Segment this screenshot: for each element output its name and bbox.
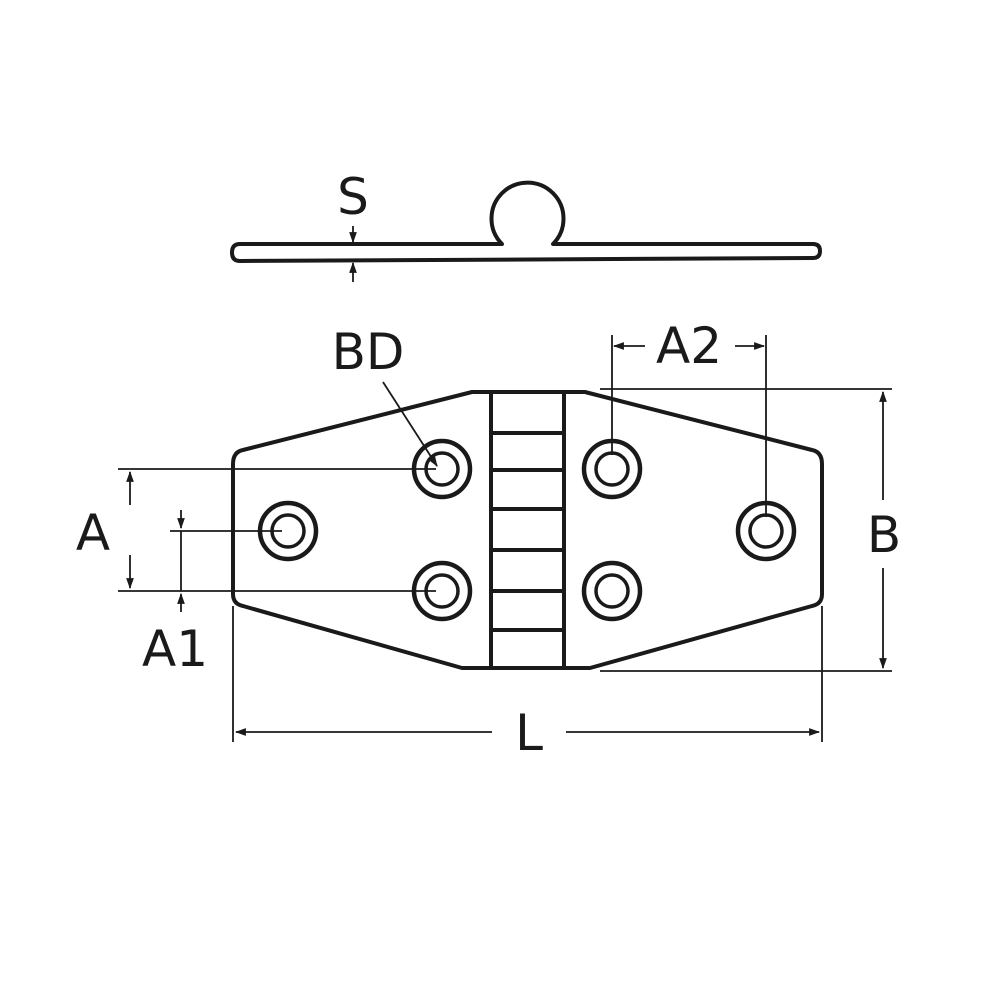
top-view bbox=[231, 390, 824, 670]
l-label: L bbox=[515, 704, 543, 762]
bd-leader bbox=[382, 381, 438, 467]
hinge-plate-outline bbox=[231, 390, 824, 670]
a-dimension: A bbox=[76, 468, 436, 592]
side-view: S bbox=[230, 168, 822, 282]
b-dimension: B bbox=[600, 388, 901, 672]
b-label: B bbox=[867, 506, 901, 564]
a1-dimension: A1 bbox=[142, 510, 282, 678]
a-label: A bbox=[76, 504, 110, 562]
a2-dimension: A2 bbox=[611, 317, 767, 517]
a2-label: A2 bbox=[656, 317, 722, 375]
l-dimension: L bbox=[232, 606, 823, 762]
hinge-knuckle bbox=[489, 394, 566, 667]
bd-label: BD bbox=[332, 323, 405, 381]
bd-dimension: BD bbox=[332, 323, 438, 467]
screw-hole bbox=[581, 560, 643, 622]
s-label: S bbox=[337, 168, 369, 226]
a1-label: A1 bbox=[142, 620, 208, 678]
side-view-leaf-outline bbox=[230, 180, 822, 263]
